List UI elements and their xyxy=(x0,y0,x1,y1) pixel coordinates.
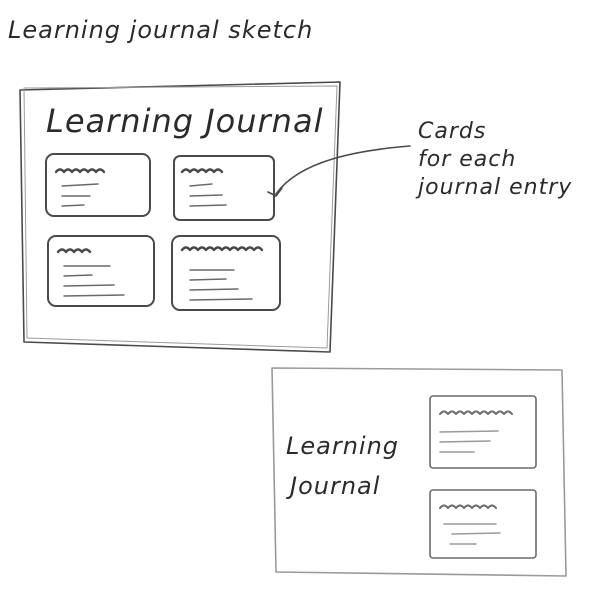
journal-card-frame xyxy=(47,235,155,307)
wireframe-a-frame xyxy=(19,81,341,353)
annotation-text: Cards for each journal entry xyxy=(415,119,572,200)
card-heading-scribble xyxy=(180,168,224,174)
journal-card-frame xyxy=(45,153,151,217)
card-heading-scribble xyxy=(180,246,264,252)
card-text-lines xyxy=(443,523,501,545)
wireframe-b: Learning Journal xyxy=(271,367,567,577)
card-heading-scribble xyxy=(439,504,497,509)
wireframe-b-frame xyxy=(271,367,567,577)
card-heading-scribble xyxy=(54,168,106,174)
journal-card-frame xyxy=(429,395,537,469)
journal-card xyxy=(429,489,537,559)
journal-card-frame xyxy=(171,235,281,311)
journal-card xyxy=(173,155,275,221)
journal-card xyxy=(429,395,537,469)
journal-card xyxy=(171,235,281,311)
journal-card xyxy=(45,153,151,217)
annotation-arrow xyxy=(275,145,411,195)
wireframe-a: Learning Journal xyxy=(19,81,341,353)
sketch-title: Learning journal sketch xyxy=(8,16,313,44)
annotation-line: journal entry xyxy=(415,175,572,200)
annotation: Cards for each journal entry xyxy=(267,119,572,200)
card-heading-scribble xyxy=(439,410,513,415)
journal-card-frame xyxy=(429,489,537,559)
arrow-head-icon xyxy=(267,187,283,197)
card-text-lines xyxy=(189,183,227,207)
card-text-lines xyxy=(63,265,125,297)
card-heading-scribble xyxy=(56,248,92,254)
card-text-lines xyxy=(61,183,99,207)
wireframe-b-title-line-2: Journal xyxy=(286,472,380,500)
wireframe-a-title: Learning Journal xyxy=(46,102,323,140)
card-text-lines xyxy=(189,269,253,301)
card-text-lines xyxy=(439,430,499,453)
wireframe-b-title-line-1: Learning xyxy=(286,432,399,460)
annotation-line: for each xyxy=(418,147,516,172)
annotation-line: Cards xyxy=(418,119,486,144)
journal-card-frame xyxy=(173,155,275,221)
journal-card xyxy=(47,235,155,307)
